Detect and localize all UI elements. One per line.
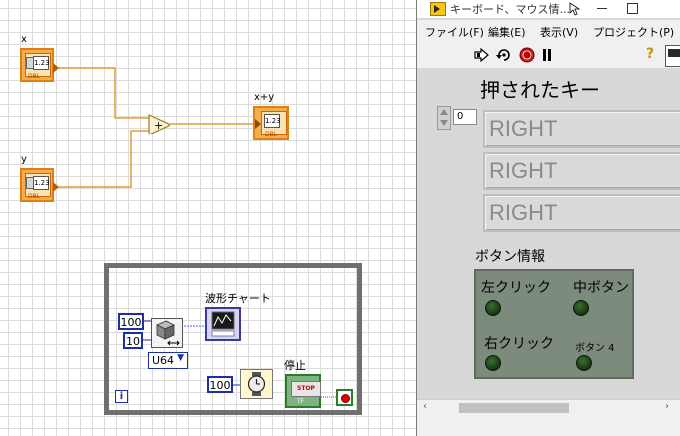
x-label: x <box>21 34 27 45</box>
button4-led <box>576 355 592 371</box>
sum-indicator-display: 1.23 <box>264 114 281 128</box>
minimize-icon[interactable] <box>597 8 607 9</box>
toolbar: ? <box>417 42 680 69</box>
add-function-icon[interactable]: + <box>148 114 170 134</box>
window-title: キーボード、マウス情... <box>450 3 571 16</box>
dice-icon <box>156 320 180 346</box>
tf-tag: TF <box>297 398 305 405</box>
status-bar <box>417 416 680 436</box>
middle-button-led <box>573 300 589 316</box>
run-continuously-icon[interactable] <box>495 47 513 63</box>
y-output-arrow-icon <box>53 182 59 192</box>
y-control-display: 1.23 <box>33 176 50 190</box>
x-control-display: 1.23 <box>33 56 50 70</box>
pressed-key-indicator-2: RIGHT <box>483 152 680 190</box>
constant-100[interactable]: 100 <box>118 313 144 330</box>
stop-if-true-icon <box>341 394 350 403</box>
u64-type-selector[interactable]: U64 ▼ <box>148 352 188 369</box>
pressed-keys-title: 押されたキー <box>480 78 600 102</box>
x-output-arrow-icon <box>53 63 59 73</box>
front-panel-window: キーボード、マウス情... ファイル(F) 編集(E) 表示(V) プロジェクト… <box>416 0 680 436</box>
help-icon[interactable]: ? <box>646 46 655 62</box>
u64-type-label: U64 <box>152 354 175 367</box>
left-click-led <box>485 300 501 316</box>
menu-view[interactable]: 表示(V) <box>540 26 579 39</box>
pause-icon[interactable] <box>541 48 553 62</box>
waveform-chart-terminal[interactable] <box>205 307 241 341</box>
up-down-arrows-icon <box>440 109 448 126</box>
index-increment-decrement[interactable] <box>437 106 451 130</box>
menu-project[interactable]: プロジェクト(P) <box>593 26 675 39</box>
mouse-cursor-icon <box>569 2 581 16</box>
menu-edit[interactable]: 編集(E) <box>488 26 526 39</box>
wires <box>58 67 336 398</box>
constant-10[interactable]: 10 <box>123 332 143 349</box>
stop-button-text: STOP <box>291 381 321 397</box>
menu-bar: ファイル(F) 編集(E) 表示(V) プロジェクト(P) <box>417 20 680 42</box>
scroll-right-icon[interactable]: › <box>665 401 669 412</box>
x-dbl-tag: DBL <box>28 73 41 80</box>
vi-icon <box>665 45 680 67</box>
maximize-icon[interactable] <box>627 3 638 14</box>
menu-file[interactable]: ファイル(F) <box>425 26 484 39</box>
abort-execution-icon[interactable] <box>519 47 535 63</box>
array-index-input[interactable]: 0 <box>453 109 477 125</box>
dropdown-arrow-icon: ▼ <box>177 353 184 363</box>
left-click-label: 左クリック <box>481 280 551 296</box>
random-number-vi-icon[interactable] <box>151 318 183 348</box>
while-loop-structure[interactable] <box>104 263 362 415</box>
sum-input-arrow-icon <box>255 119 261 129</box>
pressed-key-indicator-1: RIGHT <box>483 110 680 148</box>
button4-label: ボタン 4 <box>575 343 615 354</box>
sum-dbl-tag: DBL <box>265 131 278 138</box>
wait-ms-function[interactable] <box>240 369 273 399</box>
front-panel-area: 押されたキー 0 RIGHT RIGHT RIGHT ボタン情報 左クリック 中… <box>417 68 680 398</box>
sum-label: x+y <box>254 92 275 103</box>
watch-icon <box>247 372 266 396</box>
constant-wait-ms[interactable]: 100 <box>207 376 233 393</box>
scrollbar-thumb[interactable] <box>459 403 569 413</box>
pressed-key-indicator-3: RIGHT <box>483 194 680 232</box>
add-symbol: + <box>154 119 163 132</box>
right-click-label: 右クリック <box>484 336 554 352</box>
horizontal-scrollbar[interactable]: ‹ › <box>417 399 680 416</box>
waveform-chart-icon <box>211 311 235 337</box>
iteration-terminal[interactable]: i <box>115 390 128 403</box>
x-control-terminal[interactable]: 1.23 DBL <box>20 48 54 82</box>
labview-icon <box>430 2 446 16</box>
run-arrow-icon[interactable] <box>474 48 490 62</box>
middle-button-label: 中ボタン <box>573 280 629 296</box>
y-control-terminal[interactable]: 1.23 DBL <box>20 168 54 202</box>
button-info-cluster: 左クリック 中ボタン 右クリック ボタン 4 <box>474 269 634 379</box>
button-info-label: ボタン情報 <box>475 249 545 265</box>
y-dbl-tag: DBL <box>28 193 41 200</box>
loop-condition-terminal[interactable] <box>336 389 353 406</box>
waveform-chart-label: 波形チャート <box>205 292 271 305</box>
right-click-led <box>485 355 501 371</box>
scroll-left-icon[interactable]: ‹ <box>423 401 427 412</box>
stop-button-terminal[interactable]: STOP TF <box>285 374 321 408</box>
y-label: y <box>21 154 27 165</box>
stop-label: 停止 <box>284 359 306 372</box>
title-bar: キーボード、マウス情... <box>417 0 680 18</box>
